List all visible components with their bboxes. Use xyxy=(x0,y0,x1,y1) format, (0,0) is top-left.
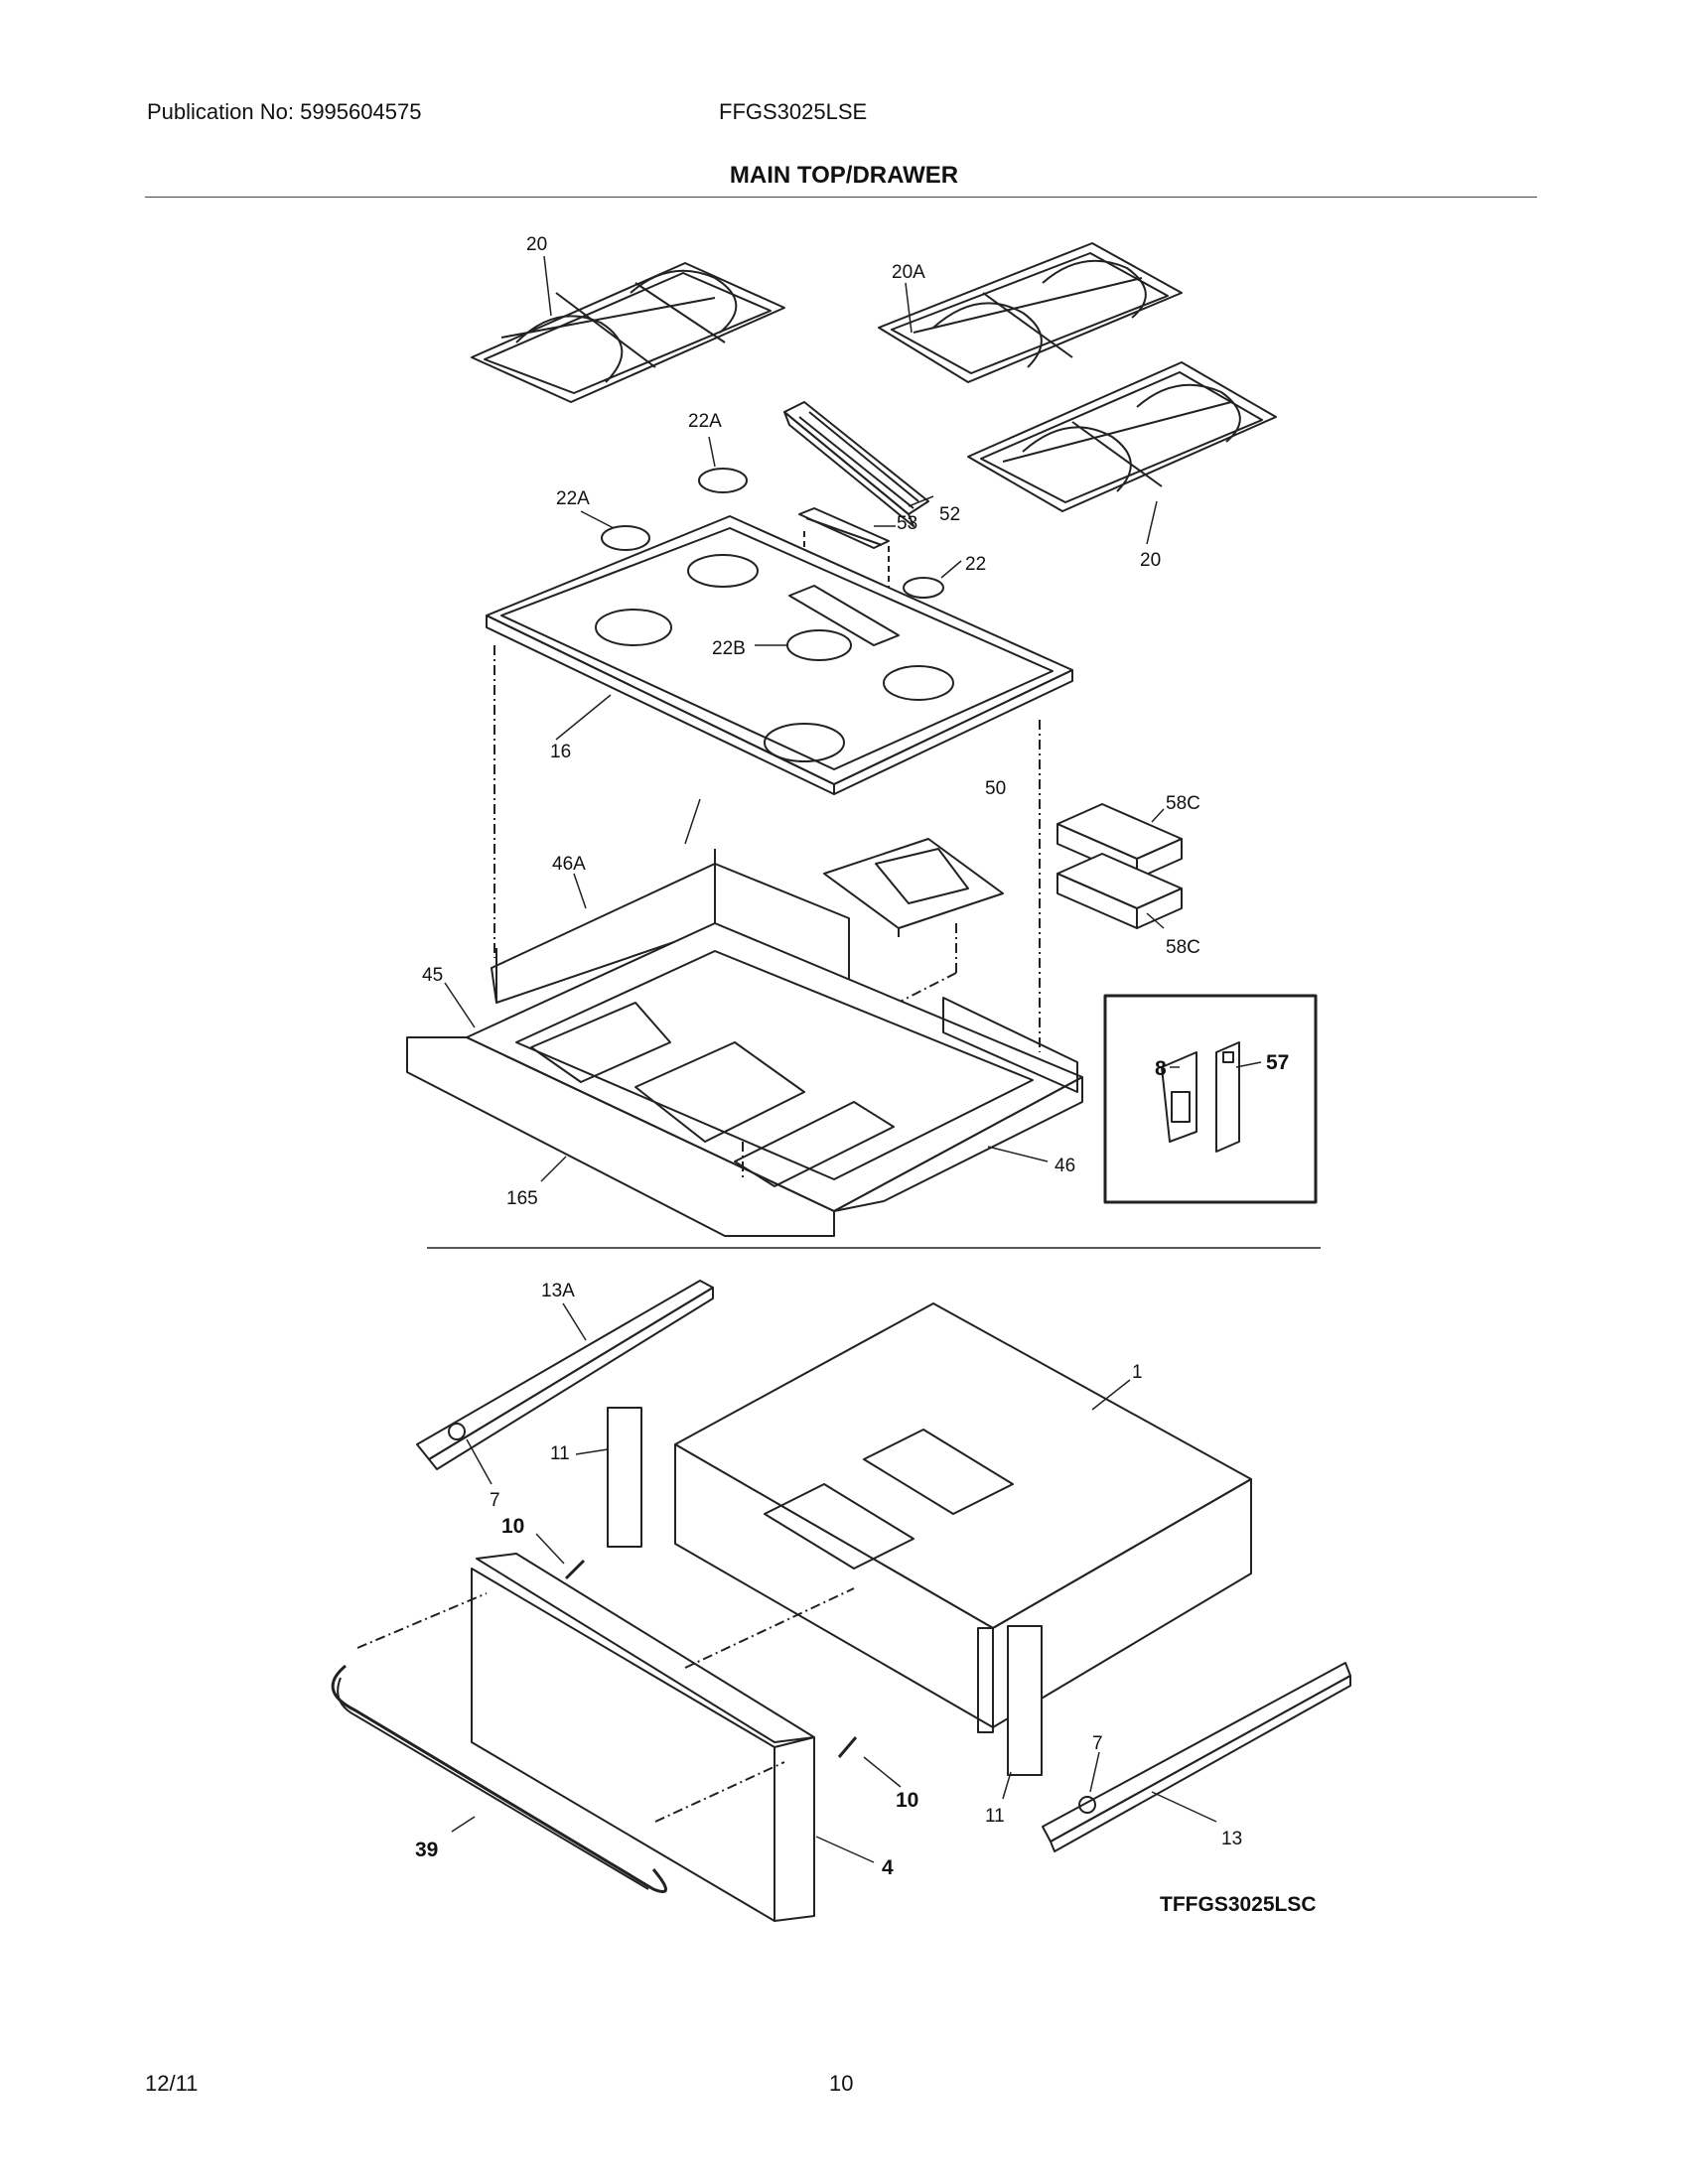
page-number: 10 xyxy=(829,2071,854,2096)
burner-cap-22b xyxy=(786,629,852,661)
inset-box xyxy=(1103,994,1318,1204)
drawer-slide-13a xyxy=(416,1280,714,1470)
publication-number: Publication No: 5995604575 xyxy=(147,99,422,124)
drawer-body xyxy=(674,1302,1252,1733)
callout-58c-top: 58C xyxy=(1166,793,1200,814)
callout-20a: 20A xyxy=(892,262,925,283)
drawer-slide-13 xyxy=(1042,1662,1351,1852)
burner-grate-left xyxy=(471,262,785,403)
callout-leaders xyxy=(444,255,1262,1863)
drip-tray xyxy=(823,838,1004,937)
burner-cap-22a-left xyxy=(601,525,650,551)
drawer-bracket-right xyxy=(1007,1625,1043,1776)
callout-4: 4 xyxy=(882,1856,894,1879)
callout-46a: 46A xyxy=(552,854,586,875)
callout-46: 46 xyxy=(1055,1156,1075,1176)
vent-trim xyxy=(783,401,929,527)
callout-13: 13 xyxy=(1221,1829,1242,1849)
drawer-bracket-left xyxy=(607,1407,642,1548)
callout-45: 45 xyxy=(422,965,443,986)
foam-block-top xyxy=(1056,803,1183,880)
callout-165: 165 xyxy=(506,1188,538,1209)
page-title: MAIN TOP/DRAWER xyxy=(729,162,959,189)
callout-7-left: 7 xyxy=(490,1490,500,1511)
screw-left xyxy=(564,1559,586,1580)
callout-22a-back: 22A xyxy=(688,411,722,432)
gasket-57 xyxy=(1215,1041,1240,1153)
callout-20-left: 20 xyxy=(526,234,547,255)
callout-8: 8 xyxy=(1155,1057,1167,1080)
publication-date: 12/11 xyxy=(145,2071,199,2096)
drawer-front xyxy=(471,1553,815,1922)
callout-57: 57 xyxy=(1266,1051,1289,1074)
burner-box-frame xyxy=(406,922,1083,1237)
callout-11-right: 11 xyxy=(985,1806,1005,1827)
figure-code: TFFGS3025LSC xyxy=(1160,1893,1317,1916)
callout-13a: 13A xyxy=(541,1281,575,1301)
callout-58c-bottom: 58C xyxy=(1166,937,1200,958)
callout-16: 16 xyxy=(550,742,571,762)
vent-insert xyxy=(798,507,890,549)
callout-22a-left: 22A xyxy=(556,488,590,509)
burner-cap-22 xyxy=(903,577,944,599)
callout-10-right: 10 xyxy=(896,1789,918,1812)
igniter-module xyxy=(1161,1051,1197,1143)
burner-grate-20a xyxy=(878,242,1183,383)
callout-52: 52 xyxy=(939,504,960,525)
callout-10-left: 10 xyxy=(501,1515,524,1538)
drawer-handle xyxy=(331,1664,667,1893)
callout-22: 22 xyxy=(965,554,986,575)
foam-block-bottom xyxy=(1056,853,1183,929)
callout-7-right: 7 xyxy=(1092,1733,1103,1754)
header-divider xyxy=(145,197,1537,198)
callout-22b: 22B xyxy=(712,638,746,659)
screw-right xyxy=(837,1736,858,1758)
burner-cap-22a-back xyxy=(698,468,748,493)
callout-11-left: 11 xyxy=(550,1443,570,1464)
cooktop-main-top xyxy=(486,515,1073,795)
callout-1: 1 xyxy=(1132,1362,1143,1383)
callout-53: 53 xyxy=(897,513,917,534)
model-number: FFGS3025LSE xyxy=(719,99,868,124)
callout-50: 50 xyxy=(985,778,1006,799)
callout-39: 39 xyxy=(415,1839,438,1861)
burner-grate-right xyxy=(967,361,1277,512)
callout-20-right: 20 xyxy=(1140,550,1161,571)
